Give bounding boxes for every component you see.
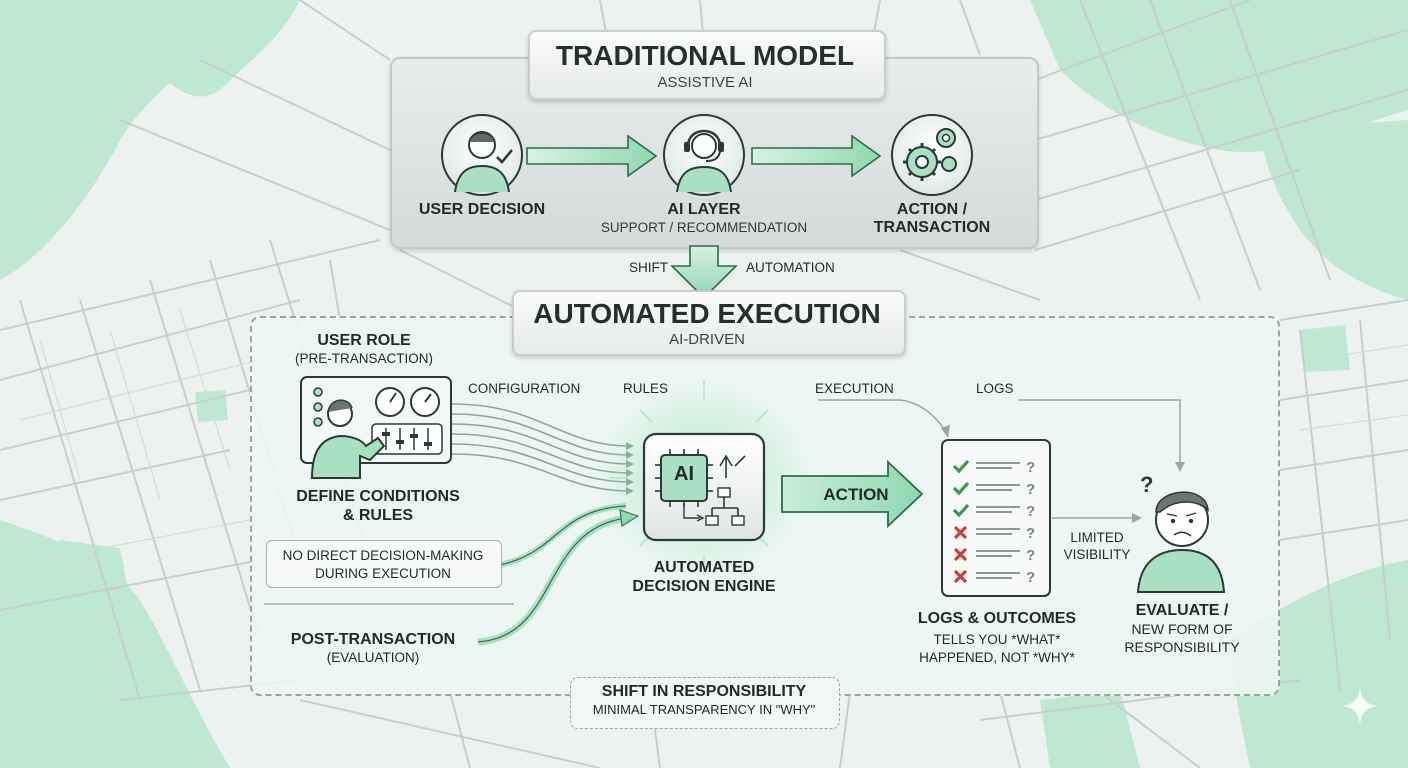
no-direct-line2: DURING EXECUTION bbox=[315, 566, 451, 581]
execution-line bbox=[818, 399, 947, 433]
gears-icon bbox=[891, 114, 973, 196]
question-mark-icon: ? bbox=[1026, 503, 1035, 520]
question-mark-icon: ? bbox=[1026, 481, 1035, 498]
automation-label: AUTOMATION bbox=[746, 260, 835, 275]
check-icon bbox=[952, 503, 970, 518]
traditional-title: TRADITIONAL MODEL bbox=[555, 40, 855, 71]
question-mark-icon: ? bbox=[1026, 459, 1035, 476]
evaluate-line2: NEW FORM OF bbox=[1131, 621, 1233, 637]
sparkle-icon bbox=[1342, 688, 1378, 724]
svg-text:?: ? bbox=[1140, 472, 1153, 497]
log-row: ? bbox=[952, 503, 1035, 520]
footer-subtitle: MINIMAL TRANSPARENCY IN "WHY" bbox=[592, 702, 816, 717]
automated-subtitle: AI-DRIVEN bbox=[669, 331, 745, 348]
post-transaction-label: POST-TRANSACTION bbox=[290, 631, 456, 648]
question-mark-icon: ? bbox=[1026, 547, 1035, 564]
engine-label-line2: DECISION ENGINE bbox=[632, 578, 776, 595]
log-row: ? bbox=[952, 459, 1035, 476]
traditional-subtitle: ASSISTIVE AI bbox=[657, 74, 753, 91]
headset-agent-icon bbox=[663, 114, 745, 196]
post-transaction-sublabel: (EVALUATION) bbox=[326, 650, 420, 665]
action-label: ACTION bbox=[823, 485, 889, 504]
logs-outcomes-title: LOGS & OUTCOMES bbox=[917, 610, 1077, 627]
ai-layer-label: AI LAYER bbox=[667, 201, 741, 218]
logs-label: LOGS bbox=[976, 381, 1014, 396]
user-check-icon bbox=[441, 114, 523, 196]
action-arrow bbox=[781, 459, 924, 529]
check-icon bbox=[952, 459, 970, 474]
execution-label: EXECUTION bbox=[815, 381, 894, 396]
checklist-icon: ?????? bbox=[941, 439, 1051, 597]
logs-desc-line1: TELLS YOU *WHAT* bbox=[933, 632, 1061, 647]
user-role-sublabel: (PRE-TRANSACTION) bbox=[295, 351, 433, 366]
question-mark-icon: ? bbox=[1026, 569, 1035, 586]
user-decision-label: USER DECISION bbox=[418, 201, 546, 218]
define-conditions-line2: & RULES bbox=[342, 507, 414, 524]
automated-title-box bbox=[512, 290, 906, 356]
cross-icon bbox=[953, 547, 968, 562]
logs-line bbox=[1018, 399, 1181, 466]
cross-icon bbox=[953, 525, 968, 540]
shift-label: SHIFT bbox=[629, 260, 668, 275]
action-label-line2: TRANSACTION bbox=[873, 219, 991, 236]
log-row: ? bbox=[953, 569, 1035, 586]
footer-box bbox=[570, 677, 840, 729]
shift-down-arrow bbox=[670, 245, 738, 300]
log-row: ? bbox=[953, 525, 1035, 542]
log-row: ? bbox=[953, 547, 1035, 564]
log-row: ? bbox=[952, 481, 1035, 498]
define-conditions-line1: DEFINE CONDITIONS bbox=[296, 488, 460, 505]
control-panel-user-icon bbox=[300, 376, 452, 479]
evaluate-line1: EVALUATE / bbox=[1135, 602, 1229, 619]
ai-layer-sublabel: SUPPORT / RECOMMENDATION bbox=[600, 220, 808, 235]
limited-line1: LIMITED bbox=[1070, 530, 1124, 545]
check-icon bbox=[952, 481, 970, 496]
ai-chip-icon bbox=[642, 432, 766, 542]
ai-chip-label: AI bbox=[674, 463, 694, 485]
arrow-decision-to-ai bbox=[526, 134, 658, 178]
footer-title: SHIFT IN RESPONSIBILITY bbox=[601, 683, 807, 700]
no-direct-line1: NO DIRECT DECISION-MAKING bbox=[282, 548, 484, 563]
automated-title: AUTOMATED EXECUTION bbox=[533, 298, 881, 329]
configuration-label: CONFIGURATION bbox=[468, 381, 581, 396]
traditional-title-box bbox=[528, 30, 886, 100]
cross-icon bbox=[953, 569, 968, 584]
user-role-label: USER ROLE bbox=[317, 332, 411, 349]
no-direct-decision-box bbox=[266, 540, 502, 588]
logs-desc-line2: HAPPENED, NOT *WHY* bbox=[919, 650, 1075, 665]
question-mark-icon: ? bbox=[1026, 525, 1035, 542]
engine-label-line1: AUTOMATED bbox=[653, 559, 755, 576]
rules-label: RULES bbox=[623, 381, 669, 396]
evaluate-line3: RESPONSIBILITY bbox=[1124, 639, 1240, 655]
confused-person-icon: ? bbox=[1136, 472, 1226, 593]
action-label-line1: ACTION / bbox=[896, 201, 968, 218]
limited-line2: VISIBILITY bbox=[1063, 547, 1131, 562]
arrow-ai-to-action bbox=[751, 134, 882, 178]
